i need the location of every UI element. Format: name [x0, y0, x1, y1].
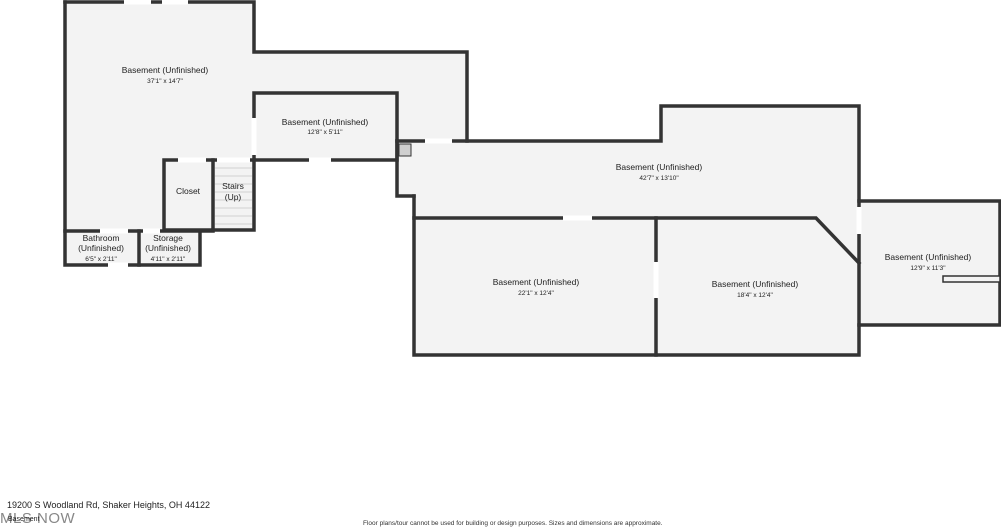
- basement-left-label: Basement (Unfinished): [493, 277, 580, 287]
- basement-left-dims: 22'1" x 12'4": [518, 290, 554, 297]
- hall-bottom-wall: [412, 216, 862, 266]
- bathroom-dims: 6'5" x 2'11": [85, 256, 117, 263]
- property-address: 19200 S Woodland Rd, Shaker Heights, OH …: [7, 500, 210, 510]
- basement-mid-label: Basement (Unfinished): [712, 279, 799, 289]
- disclaimer: Floor plans/tour cannot be used for buil…: [363, 520, 663, 527]
- basement-right-fill: [860, 201, 1000, 325]
- stairs-label: Stairs: [222, 181, 244, 191]
- floor-name: Basement: [8, 516, 40, 523]
- basement-main-label: Basement (Unfinished): [122, 65, 209, 75]
- openings: [100, 0, 862, 298]
- storage-dims: 4'11" x 2'11": [151, 256, 186, 263]
- basement-right-dims: 12'9" x 11'3": [910, 265, 946, 272]
- stair-treads: [215, 167, 252, 225]
- storage-label: Storage: [153, 233, 183, 243]
- storage-label-2: (Unfinished): [145, 243, 191, 253]
- basement-small-label: Basement (Unfinished): [282, 117, 369, 127]
- right-room-shelf: [942, 275, 1001, 283]
- bathroom-label-2: (Unfinished): [78, 243, 124, 253]
- right-wing-fill: [397, 106, 859, 355]
- basement-main-dims: 37'1" x 14'7": [147, 78, 183, 85]
- bathroom-label: Bathroom: [83, 233, 120, 243]
- room-labels: Basement (Unfinished) 37'1" x 14'7" Base…: [78, 65, 971, 299]
- right-wing-outline: [395, 104, 861, 357]
- closet-label: Closet: [176, 186, 201, 196]
- left-wing-left-wall: [63, 0, 202, 267]
- left-wing-outline: [63, 0, 469, 143]
- basement-mid-dims: 18'4" x 12'4": [737, 292, 773, 299]
- utility-box: [398, 143, 412, 157]
- basement-small-dims: 12'8" x 5'11": [307, 129, 343, 136]
- bathroom-fill: [65, 231, 138, 265]
- mls-logo: MLS NOW: [0, 510, 76, 527]
- basement-hall-label: Basement (Unfinished): [616, 162, 703, 172]
- basement-right-walls: [857, 199, 1001, 327]
- walls: [63, 0, 1001, 357]
- storage-fill: [139, 231, 200, 265]
- stairs-up-label: (Up): [225, 192, 242, 202]
- connector-wall: [395, 139, 416, 198]
- basement-hall-dims: 42'7" x 13'10": [639, 175, 679, 182]
- basement-right-label: Basement (Unfinished): [885, 252, 972, 262]
